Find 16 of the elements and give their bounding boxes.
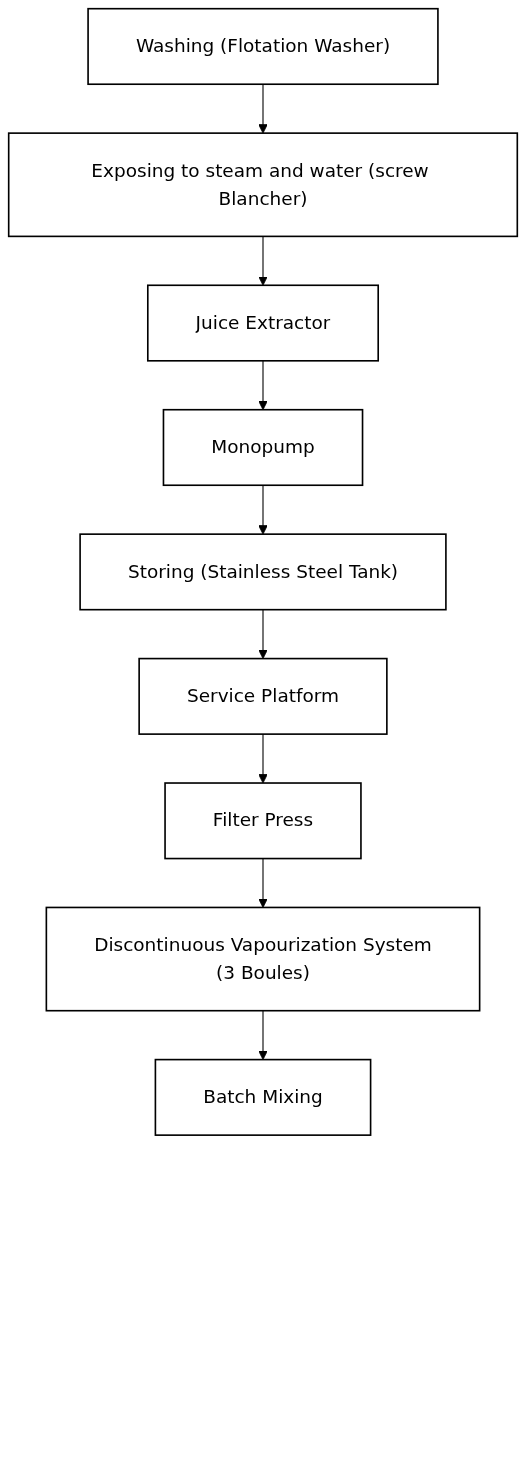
arrow <box>258 484 268 535</box>
node-box: Service Platform <box>138 657 388 735</box>
node-box: Batch Mixing <box>154 1058 372 1136</box>
arrow <box>258 360 268 411</box>
arrow <box>258 858 268 908</box>
arrow <box>258 83 268 134</box>
node-box: Washing (Flotation Washer) <box>87 7 439 86</box>
node-box: Discontinuous Vapourization System (3 Boules) <box>45 906 481 1012</box>
arrow <box>258 1010 268 1061</box>
node-box: Storing (Stainless Steel Tank) <box>79 533 447 611</box>
node-box: Filter Press <box>164 782 362 860</box>
arrow <box>258 609 268 659</box>
arrow <box>258 733 268 784</box>
node-box: Monopump <box>162 408 364 487</box>
node-box: Exposing to steam and water (screw Blancher) <box>7 132 519 238</box>
arrow <box>258 235 268 286</box>
